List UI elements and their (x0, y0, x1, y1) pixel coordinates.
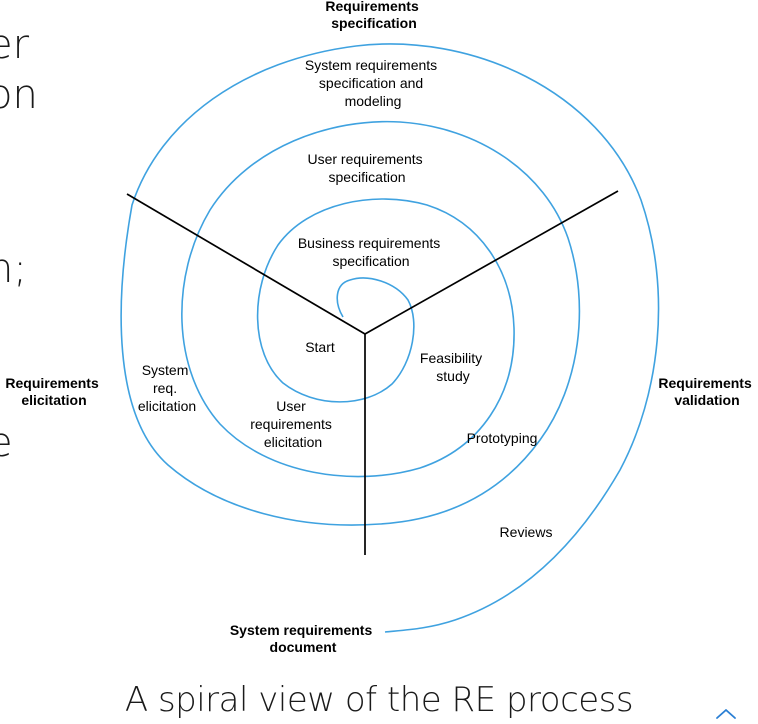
axis-line-elicitation (126, 193, 366, 335)
step-system-requirements-specification: System requirements specification and mo… (305, 57, 441, 109)
step-feasibility-study: Feasibility study (420, 350, 486, 384)
label-requirements-validation: Requirements validation (658, 375, 755, 408)
spiral-curve (120, 43, 660, 633)
step-reviews: Reviews (500, 524, 553, 540)
step-start: Start (305, 339, 335, 355)
step-user-requirements-specification: User requirements specification (307, 151, 426, 185)
label-system-requirements-document: System requirements document (230, 622, 376, 655)
step-user-requirements-elicitation: User requirements elicitation (250, 398, 336, 450)
background-text-line-3: n; (0, 246, 27, 292)
axis-line-validation (364, 190, 619, 335)
slide-caption: A spiral view of the RE process (124, 680, 634, 720)
background-text-line-4: e (0, 420, 13, 466)
step-business-requirements-specification: Business requirements specification (298, 235, 444, 269)
step-prototyping: Prototyping (467, 430, 538, 446)
label-requirements-elicitation: Requirements elicitation (5, 375, 102, 408)
background-text-line-1: er (0, 22, 30, 68)
step-system-req-elicitation: System req. elicitation (138, 362, 196, 414)
chevron-up-icon[interactable] (714, 706, 738, 722)
label-requirements-specification: Requirements specification (325, 0, 422, 31)
background-text-line-2: on (0, 72, 38, 118)
